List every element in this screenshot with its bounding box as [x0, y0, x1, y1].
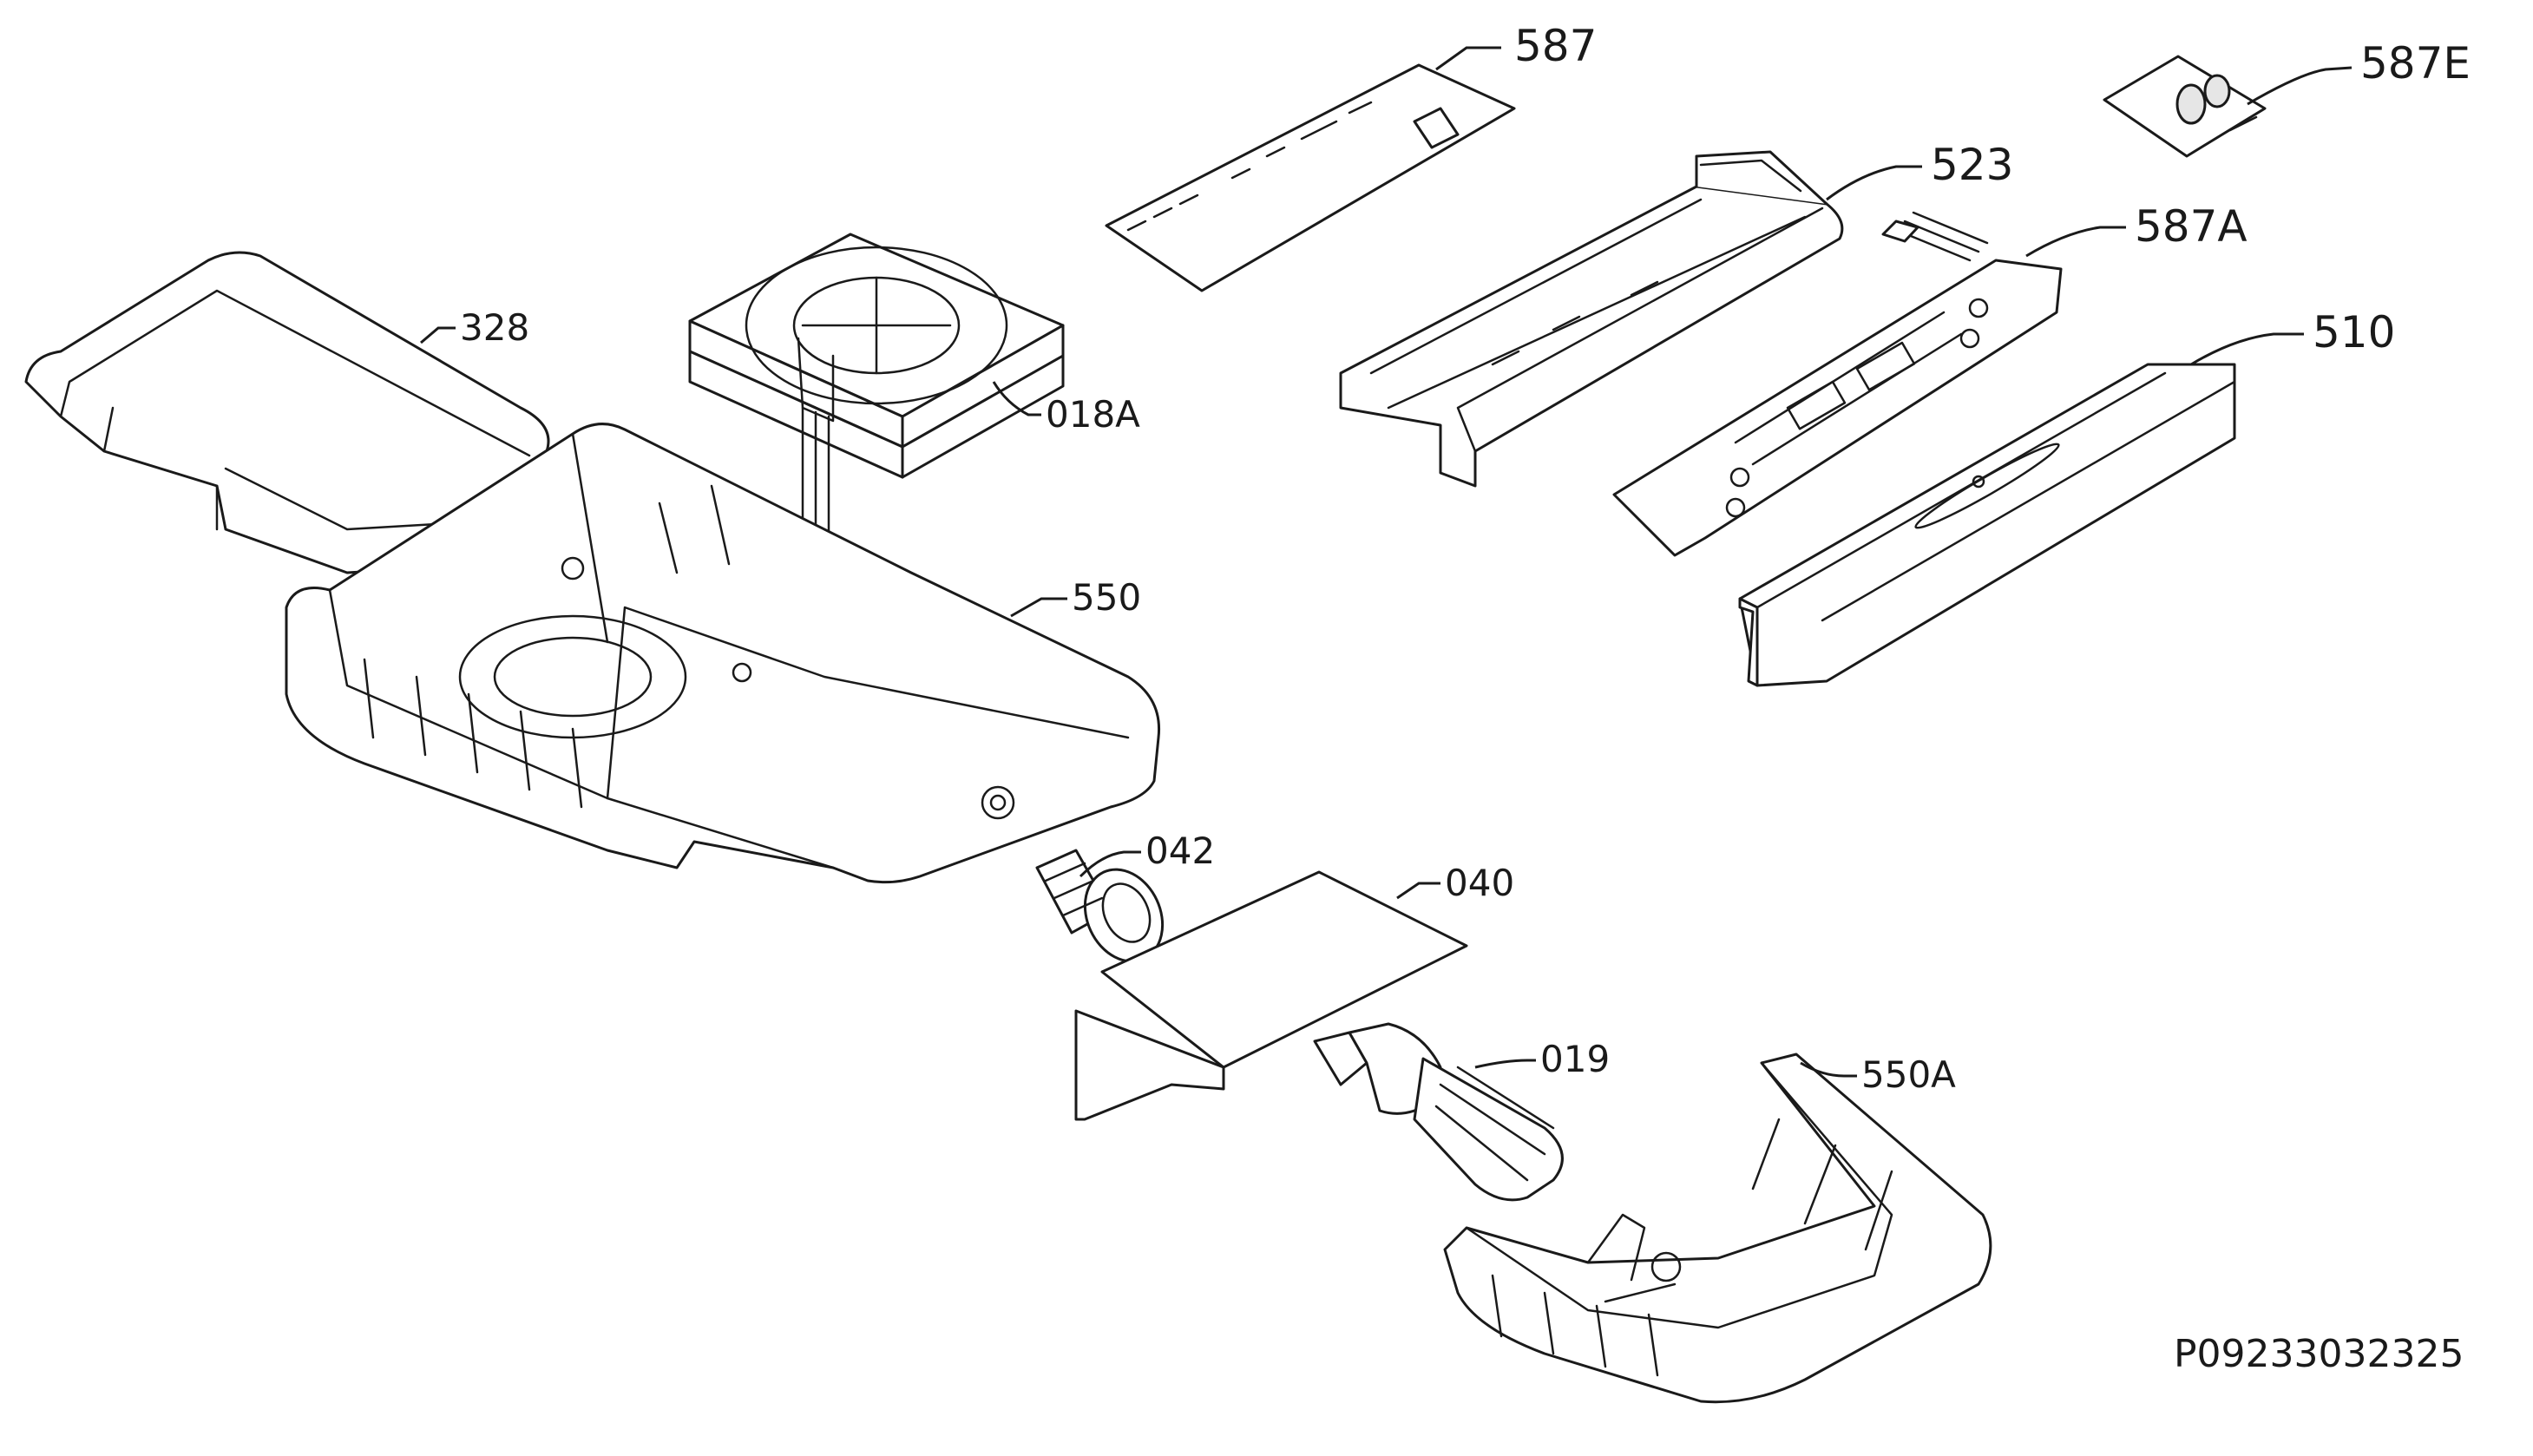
label-018a: 018A — [1046, 393, 1140, 436]
part-587-control-board[interactable] — [1105, 63, 1516, 292]
part-510-panel[interactable] — [1738, 363, 2236, 687]
part-550a-lamp-cover[interactable] — [1443, 1053, 1992, 1404]
label-328: 328 — [460, 306, 529, 349]
part-587a-display-board[interactable] — [1612, 259, 2063, 557]
label-019: 019 — [1540, 1038, 1610, 1080]
part-018a-fan[interactable] — [688, 233, 1065, 479]
drawing-code: P09233032325 — [2174, 1332, 2464, 1376]
label-587: 587 — [1514, 21, 1597, 71]
label-550a: 550A — [1861, 1053, 1956, 1096]
part-523-tray[interactable] — [1339, 150, 1844, 488]
part-040-shield[interactable] — [1074, 870, 1468, 1121]
label-523: 523 — [1931, 140, 2013, 190]
label-510: 510 — [2313, 307, 2395, 357]
label-550: 550 — [1072, 576, 1141, 619]
part-550-housing[interactable] — [285, 423, 1161, 884]
label-040: 040 — [1445, 862, 1514, 904]
part-019-bulb[interactable] — [1313, 1022, 1564, 1202]
label-587e: 587E — [2360, 38, 2471, 89]
label-587a: 587A — [2135, 201, 2248, 252]
label-042: 042 — [1145, 830, 1215, 872]
part-587e-small-board[interactable] — [2103, 55, 2267, 158]
